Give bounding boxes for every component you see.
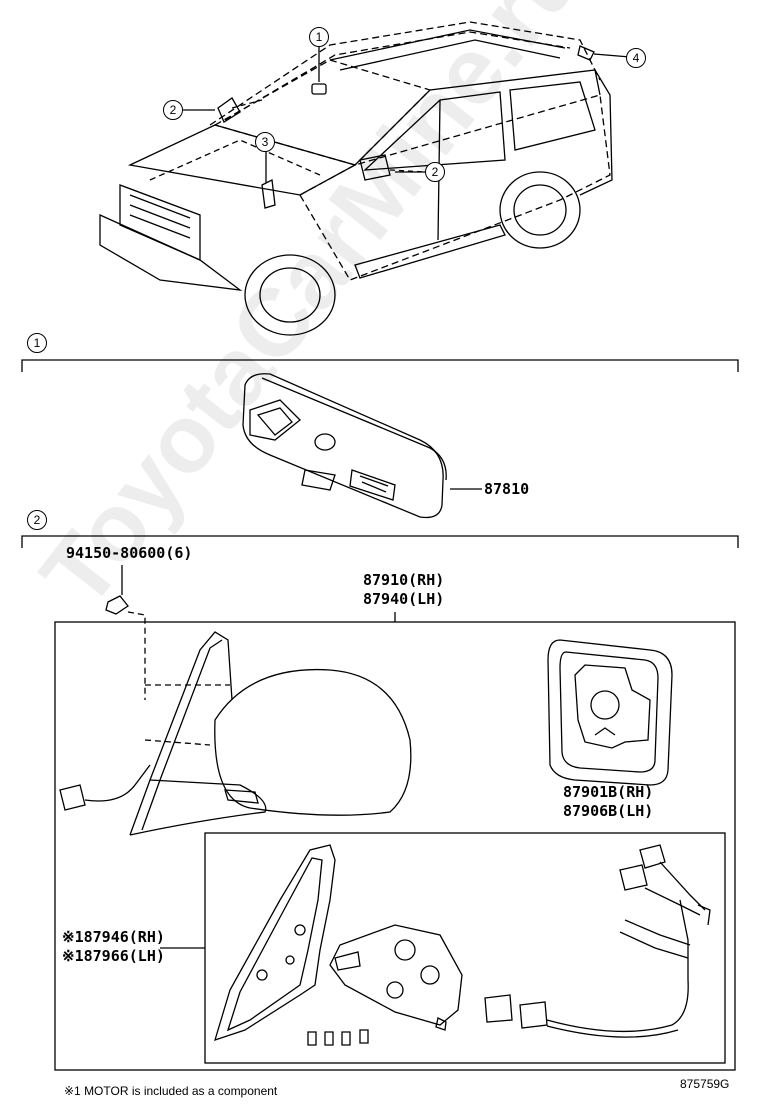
section-marker-2: 2 [27,510,47,530]
inner-mirror-illustration [242,373,482,519]
outer-mirror-box [54,612,736,1071]
mirror-glass-illustration [547,639,673,786]
part-label-87810: 87810 [484,480,530,498]
callout-2-left: 2 [163,100,183,120]
diagram-code: 875759G [680,1077,730,1091]
vehicle-illustration [99,21,613,336]
callout-2-right: 2 [425,162,445,182]
part-label-mirror-glass-lh: 87906B(LH) [563,802,654,820]
part-label-motor-lh: ※187966(LH) [62,947,165,965]
part-label-mirror-glass-rh: 87901B(RH) [563,783,654,801]
callout-1: 1 [309,27,329,47]
part-label-outer-mirror-lh: 87940(LH) [363,590,445,608]
section-brackets [21,359,739,548]
callout-leaders [183,46,631,183]
footnote: ※1 MOTOR is included as a component [64,1084,278,1098]
outer-mirror-illustration [59,631,412,836]
part-label-outer-mirror-rh: 87910(RH) [363,571,445,589]
part-label-screw: 94150-80600(6) [66,544,193,562]
part-label-motor-rh: ※187946(RH) [62,928,165,946]
section-marker-1: 1 [27,333,47,353]
screw-illustration [105,565,230,746]
mirror-motor-illustration [214,844,711,1046]
callout-4: 4 [626,48,646,68]
callout-3: 3 [255,132,275,152]
